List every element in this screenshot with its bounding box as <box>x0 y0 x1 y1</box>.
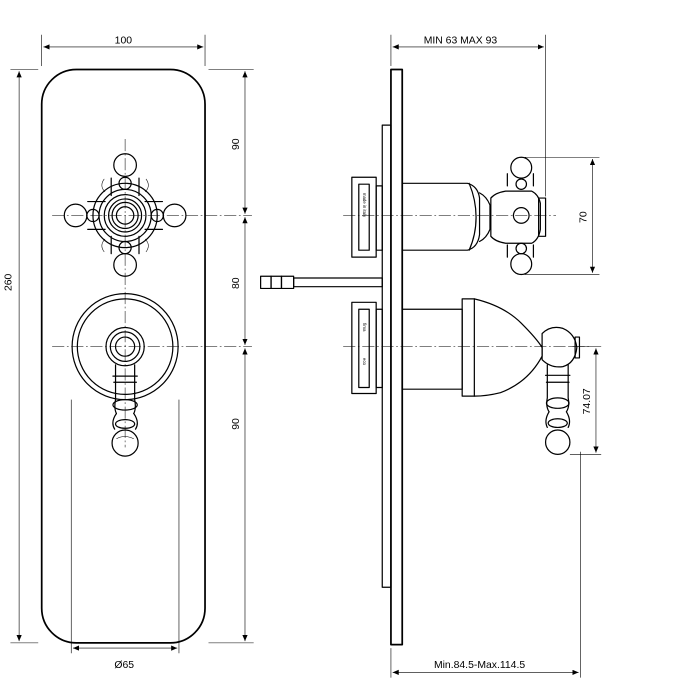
upper-valve: made in italy <box>351 156 547 276</box>
upper-90-label: 90 <box>231 138 242 150</box>
dim-projection: Min.84.5-Max.114.5 <box>390 451 581 678</box>
faceplate-outline <box>40 68 206 644</box>
width-label: 100 <box>115 35 133 46</box>
front-view: 100 260 90 80 90 Ø65 <box>3 34 254 671</box>
dim-height: 260 <box>3 69 39 644</box>
height-label: 260 <box>3 273 14 291</box>
lower-marking-1: fima <box>362 323 367 332</box>
depth-label: MIN 63 MAX 93 <box>424 35 498 46</box>
dim-width: 100 <box>41 34 206 67</box>
handle-70-label: 70 <box>578 211 589 223</box>
dim-diameter: Ø65 <box>70 399 180 671</box>
knob-top <box>113 153 138 177</box>
wall-plate <box>390 68 404 646</box>
lower-valve: fima eco <box>351 298 581 455</box>
lever-74-label: 74.07 <box>582 388 593 414</box>
diverter-stem <box>260 275 383 290</box>
side-lever-ball <box>544 429 571 455</box>
escutcheon-inner <box>76 298 174 396</box>
projection-label: Min.84.5-Max.114.5 <box>434 660 525 671</box>
side-view: made in italy fima <box>260 34 602 678</box>
cross-handle <box>63 153 187 277</box>
dim-lever-74: 74.07 <box>569 346 602 455</box>
middle-80-label: 80 <box>231 277 242 289</box>
side-knob-bottom <box>510 253 533 276</box>
lower-marking-2: eco <box>362 358 367 366</box>
dim-depth: MIN 63 MAX 93 <box>390 34 546 197</box>
diameter-label: Ø65 <box>114 660 134 671</box>
dim-stack: 90 80 90 <box>208 69 254 644</box>
lever-ball <box>111 429 139 457</box>
side-knob-top <box>510 156 533 179</box>
lower-90-label: 90 <box>231 418 242 430</box>
dim-handle-70: 70 <box>524 156 600 275</box>
upper-marking: made in italy <box>362 193 367 218</box>
lever-handle <box>71 293 179 457</box>
